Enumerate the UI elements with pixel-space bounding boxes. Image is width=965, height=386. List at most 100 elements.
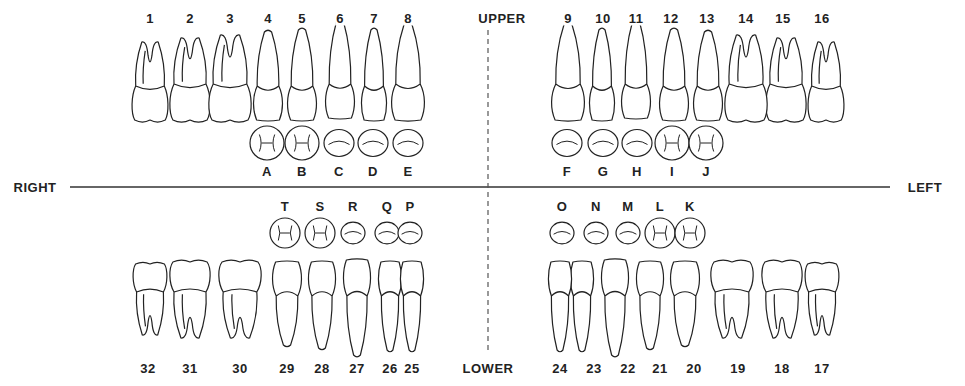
tooth-number: 24: [551, 361, 568, 376]
tooth-number: 18: [773, 361, 790, 376]
primary-tooth-letter: O: [556, 199, 569, 214]
permanent-tooth: [766, 38, 806, 122]
tooth-number: 28: [313, 361, 330, 376]
tooth-number: 1: [145, 11, 155, 26]
primary-tooth-letter: D: [367, 164, 379, 179]
primary-tooth: [393, 130, 423, 157]
permanent-tooth: [133, 262, 167, 335]
permanent-tooth: [132, 42, 168, 122]
primary-tooth: [305, 218, 335, 248]
primary-tooth-letter: I: [669, 164, 675, 179]
permanent-tooth: [392, 23, 425, 121]
primary-tooth: [616, 222, 640, 244]
primary-tooth-letter: A: [261, 164, 273, 179]
primary-tooth-letter: S: [314, 199, 325, 214]
arch-label: LOWER: [462, 361, 515, 376]
permanent-tooth: [808, 42, 844, 122]
tooth-number: 22: [619, 361, 636, 376]
tooth-number: 26: [381, 361, 398, 376]
primary-tooth-letter: T: [280, 199, 290, 214]
tooth-number: 15: [774, 11, 791, 26]
tooth-number: 8: [403, 11, 413, 26]
arch-divider: [70, 186, 890, 188]
primary-tooth-letter: B: [296, 164, 308, 179]
permanent-tooth: [636, 261, 663, 350]
primary-tooth: [552, 130, 582, 157]
tooth-number: 6: [335, 11, 345, 26]
tooth-number: 14: [737, 11, 754, 26]
primary-tooth: [622, 130, 652, 157]
permanent-tooth: [725, 35, 767, 122]
primary-tooth-letter: P: [404, 199, 415, 214]
primary-tooth: [398, 222, 422, 244]
primary-tooth-letter: J: [701, 164, 711, 179]
tooth-number: 16: [813, 11, 830, 26]
primary-tooth: [375, 222, 399, 244]
primary-tooth: [588, 130, 618, 157]
primary-tooth: [358, 130, 388, 157]
tooth-number: 10: [594, 11, 611, 26]
tooth-number: 19: [729, 361, 746, 376]
permanent-tooth: [273, 261, 302, 347]
tooth-number: 23: [585, 361, 602, 376]
primary-tooth-letter: G: [597, 164, 610, 179]
primary-tooth: [584, 222, 608, 244]
tooth-number: 5: [297, 11, 307, 26]
side-label: LEFT: [907, 180, 944, 195]
primary-tooth-letter: M: [621, 199, 634, 214]
permanent-tooth: [361, 28, 386, 121]
primary-tooth-letter: R: [347, 199, 359, 214]
primary-tooth: [645, 218, 675, 248]
permanent-tooth: [660, 28, 689, 121]
tooth-number: 29: [278, 361, 295, 376]
permanent-tooth: [762, 260, 802, 338]
tooth-number: 12: [662, 11, 679, 26]
tooth-number: 32: [139, 361, 156, 376]
permanent-tooth: [219, 260, 261, 338]
permanent-tooth: [378, 261, 401, 352]
primary-tooth-letter: C: [333, 164, 345, 179]
primary-tooth: [689, 126, 723, 160]
primary-tooth-letter: H: [631, 164, 643, 179]
primary-tooth-letter: L: [655, 199, 665, 214]
permanent-tooth: [589, 28, 614, 121]
tooth-number: 7: [369, 11, 379, 26]
permanent-tooth: [671, 261, 700, 347]
permanent-tooth: [805, 262, 839, 335]
primary-tooth-letter: N: [590, 199, 602, 214]
side-label: RIGHT: [13, 180, 58, 195]
primary-tooth: [285, 126, 319, 160]
tooth-number: 27: [348, 361, 365, 376]
primary-tooth: [341, 222, 365, 244]
tooth-number: 20: [685, 361, 702, 376]
tooth-number: 4: [263, 11, 273, 26]
permanent-tooth: [308, 261, 335, 350]
permanent-tooth: [552, 23, 585, 121]
permanent-tooth: [170, 260, 210, 338]
primary-tooth-letter: K: [684, 199, 696, 214]
permanent-tooth: [209, 35, 251, 122]
permanent-tooth: [570, 261, 593, 352]
permanent-tooth: [548, 261, 571, 352]
tooth-number: 31: [181, 361, 198, 376]
primary-tooth-letter: Q: [381, 199, 394, 214]
primary-tooth-letter: F: [562, 164, 572, 179]
tooth-number: 2: [185, 11, 195, 26]
permanent-tooth: [170, 38, 210, 122]
primary-tooth: [324, 130, 354, 157]
tooth-number: 30: [231, 361, 248, 376]
tooth-number: 9: [563, 11, 573, 26]
permanent-tooth: [254, 30, 283, 121]
tooth-number: 13: [698, 11, 715, 26]
permanent-tooth: [694, 30, 723, 121]
permanent-tooth: [400, 261, 423, 352]
permanent-tooth: [622, 20, 651, 119]
tooth-number: 25: [403, 361, 420, 376]
tooth-number: 17: [813, 361, 830, 376]
tooth-number: 21: [651, 361, 668, 376]
permanent-tooth: [326, 20, 355, 119]
primary-tooth: [250, 126, 284, 160]
primary-tooth: [270, 218, 300, 248]
